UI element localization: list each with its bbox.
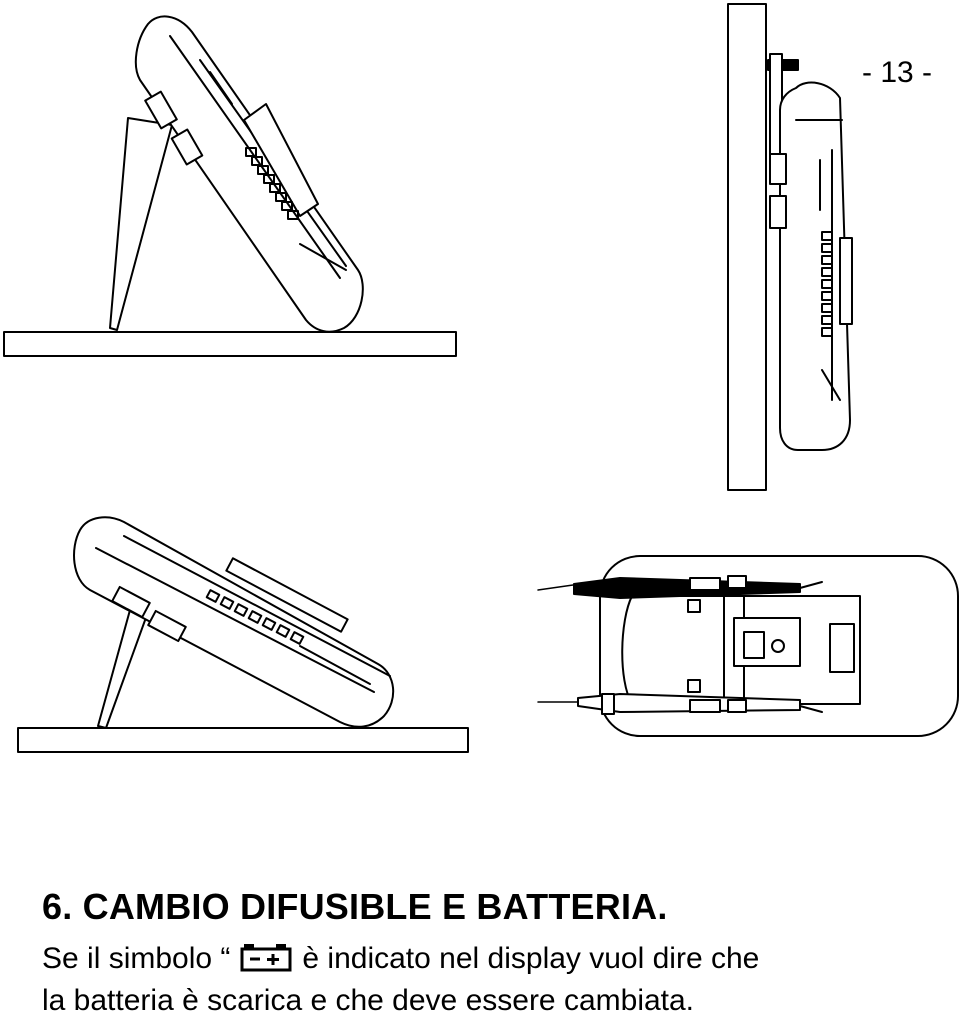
meter-keys <box>245 147 299 220</box>
meter-tilted-on-table-figure <box>17 516 469 753</box>
illustrations <box>3 3 959 753</box>
meter-with-probes-figure <box>537 555 959 737</box>
meter-on-stand-figure <box>3 15 457 357</box>
body-line-1-end: è indicato nel display vuol dire che <box>302 942 760 975</box>
page-number: - 13 - <box>862 56 933 89</box>
tilted-meter-keys <box>205 589 305 645</box>
battery-low-icon <box>240 942 292 980</box>
red-probe <box>537 693 823 715</box>
body-line-1-start: Se il simbolo “ <box>42 942 231 975</box>
black-probe <box>537 575 823 599</box>
body-line-1: Se il simbolo “ è indicato nel display vu… <box>42 942 759 980</box>
wall-meter-keys <box>821 231 833 337</box>
meter-hung-on-wall-figure <box>727 3 853 491</box>
body-line-2: la batteria è scarica e che deve essere … <box>42 984 695 1017</box>
section-title: 6. CAMBIO DIFUSIBLE E BATTERIA. <box>42 886 668 927</box>
